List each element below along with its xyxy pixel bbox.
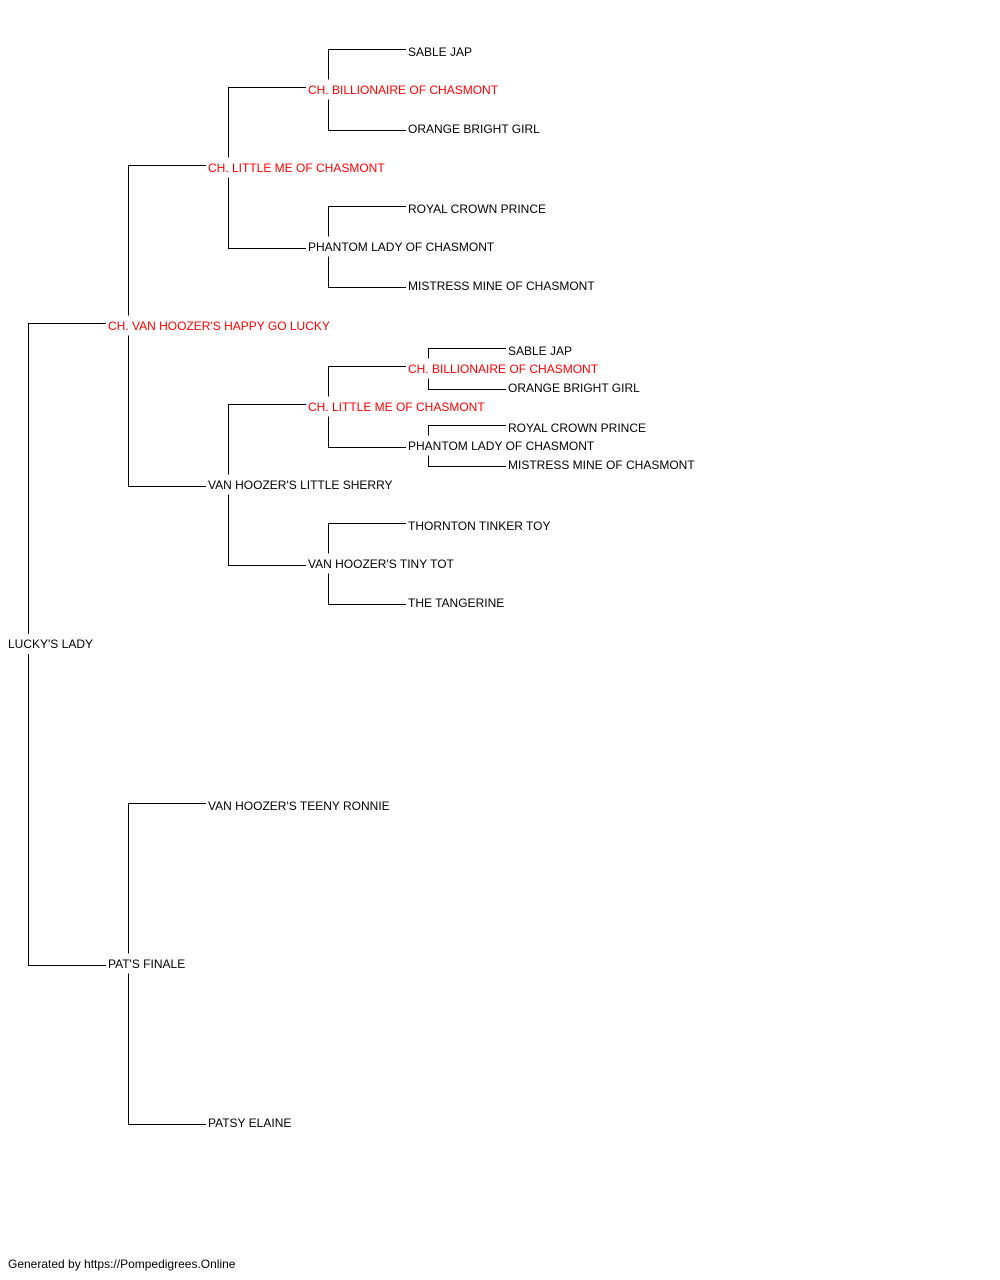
ancestor-name: THE TANGERINE xyxy=(406,595,505,610)
ancestor-name: VAN HOOZER'S TINY TOT xyxy=(306,556,454,571)
ancestor-name: CH. BILLIONAIRE OF CHASMONT xyxy=(406,361,599,376)
ancestor-name: SABLE JAP xyxy=(506,343,573,358)
ancestor-name: CH. VAN HOOZER'S HAPPY GO LUCKY xyxy=(106,318,330,333)
ancestor-name: PHANTOM LADY OF CHASMONT xyxy=(406,438,595,453)
ancestor-name: ORANGE BRIGHT GIRL xyxy=(506,380,640,395)
ancestor-name: VAN HOOZER'S TEENY RONNIE xyxy=(206,798,390,813)
ancestor-name: THORNTON TINKER TOY xyxy=(406,518,551,533)
ancestor-name: PATSY ELAINE xyxy=(206,1115,292,1130)
ancestor-name: ROYAL CROWN PRINCE xyxy=(406,201,547,216)
ancestor-name: CH. LITTLE ME OF CHASMONT xyxy=(306,399,485,414)
ancestor-name: PHANTOM LADY OF CHASMONT xyxy=(306,239,495,254)
ancestor-name: CH. BILLIONAIRE OF CHASMONT xyxy=(306,82,499,97)
ancestor-name: ROYAL CROWN PRINCE xyxy=(506,420,647,435)
ancestor-name: MISTRESS MINE OF CHASMONT xyxy=(506,457,695,472)
ancestor-name: CH. LITTLE ME OF CHASMONT xyxy=(206,160,385,175)
ancestor-name: SABLE JAP xyxy=(406,44,473,59)
ancestor-name: PAT'S FINALE xyxy=(106,956,186,971)
ancestor-name: ORANGE BRIGHT GIRL xyxy=(406,121,540,136)
ancestor-name: MISTRESS MINE OF CHASMONT xyxy=(406,278,595,293)
ancestor-name: LUCKY'S LADY xyxy=(6,637,93,651)
generated-by-footer: Generated by https://Pompedigrees.Online xyxy=(8,1257,236,1271)
ancestor-name: VAN HOOZER'S LITTLE SHERRY xyxy=(206,477,393,492)
